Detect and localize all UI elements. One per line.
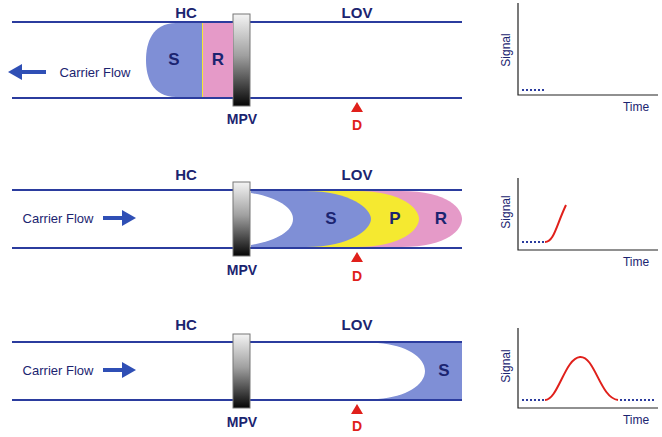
part-label: LOV	[342, 316, 373, 333]
zone-shape: S	[251, 191, 371, 247]
axis-label: Signal	[499, 195, 513, 228]
part-label: Time	[623, 255, 649, 269]
part-label: HC	[175, 4, 197, 21]
zone-fill	[198, 23, 233, 97]
zone-letter: R	[212, 50, 224, 70]
part-label: Carrier Flow	[60, 65, 131, 80]
zone-fill	[378, 343, 462, 399]
flow-arrow	[8, 64, 136, 378]
part-label: Time	[623, 100, 649, 114]
part-label: Time	[623, 413, 649, 427]
part-label: MPV	[227, 111, 257, 127]
detector-label: D	[352, 268, 362, 284]
part-label: MPV	[227, 414, 257, 430]
detector-mark	[351, 102, 363, 414]
signal-curve	[545, 205, 618, 400]
zone-shape: S	[370, 343, 462, 399]
zone-fill	[146, 23, 202, 97]
part-label: HC	[175, 166, 197, 183]
part-label: MPV	[227, 262, 257, 278]
zone-letter: S	[168, 50, 179, 70]
zone-fill	[251, 191, 419, 247]
part-label: LOV	[342, 166, 373, 183]
valve	[233, 14, 250, 408]
chart-axes	[518, 3, 658, 408]
axis-label: Signal	[499, 33, 513, 66]
detector-label: D	[352, 117, 362, 133]
part-label: Carrier Flow	[23, 211, 94, 226]
zone-fill	[251, 191, 462, 247]
part-label: LOV	[342, 4, 373, 21]
baseline	[522, 90, 655, 400]
zone-outline	[251, 191, 371, 247]
part-label: Carrier Flow	[23, 363, 94, 378]
zone-letter: S	[438, 361, 449, 381]
detector-label: D	[352, 418, 362, 434]
part-label: HC	[175, 316, 197, 333]
zone-letter: P	[389, 209, 400, 229]
zone-fill	[251, 193, 293, 245]
zone-shape: R	[198, 23, 233, 97]
zone-shape: S	[146, 23, 202, 97]
axis-label: Signal	[499, 349, 513, 382]
zone-letter: R	[435, 209, 447, 229]
zone-letter: S	[325, 209, 336, 229]
zone-fill	[198, 23, 203, 97]
